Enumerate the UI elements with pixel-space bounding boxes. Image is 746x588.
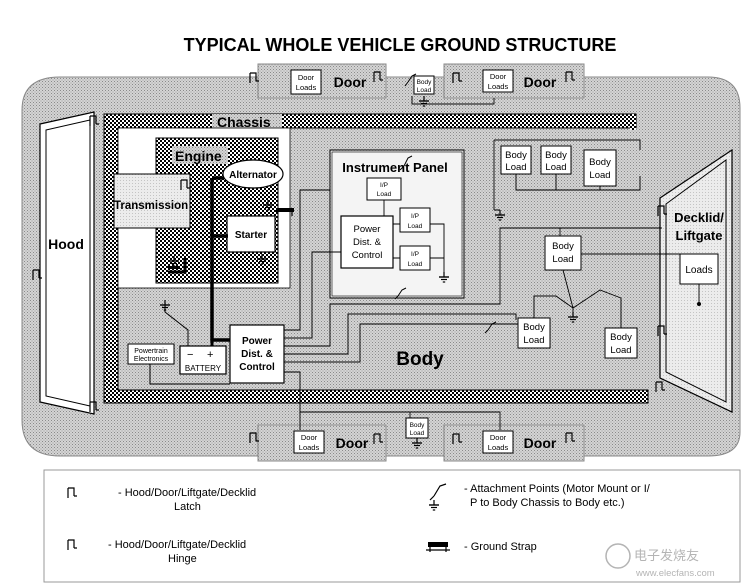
svg-text:Loads: Loads xyxy=(488,82,509,91)
legend-box xyxy=(43,469,741,583)
battery-label: BATTERY xyxy=(185,364,222,373)
watermark-line1: 电子发烧友 xyxy=(634,548,699,564)
transmission-label: Transmission xyxy=(114,200,188,212)
powertrain-electronics xyxy=(127,343,175,365)
hood-area xyxy=(39,111,95,415)
door-loads-tr xyxy=(482,69,514,93)
legend-strap: - Ground Strap xyxy=(464,541,537,553)
battery-minus: − xyxy=(187,349,193,361)
watermark-line2: www.elecfans.com xyxy=(635,568,715,579)
diagram-title: TYPICAL WHOLE VEHICLE GROUND STRUCTURE xyxy=(184,35,617,55)
starter-box xyxy=(226,215,276,253)
svg-text:I/P: I/P xyxy=(411,213,419,220)
legend-attach-line2: P to Body Chassis to Body etc.) xyxy=(470,497,624,509)
door-loads-tl xyxy=(290,69,322,95)
svg-text:Door: Door xyxy=(490,72,507,81)
svg-text:Load: Load xyxy=(410,430,425,437)
hood-label: Hood xyxy=(48,236,84,252)
body-load-top xyxy=(413,75,435,95)
svg-text:Load: Load xyxy=(610,345,631,356)
watermark: 电子发烧友 www.elecfans.com xyxy=(605,543,715,579)
body-label: Body xyxy=(396,349,444,370)
alternator-label: Alternator xyxy=(229,170,277,181)
svg-text:Load: Load xyxy=(505,162,526,173)
pdc-ip xyxy=(340,215,394,269)
svg-text:Door: Door xyxy=(298,73,315,82)
svg-text:Load: Load xyxy=(408,223,423,230)
svg-text:Body: Body xyxy=(505,150,527,161)
pdc-main-line3: Control xyxy=(239,362,275,373)
door-label-br: Door xyxy=(524,435,557,451)
svg-text:Body: Body xyxy=(523,322,545,333)
legend-latch-line2: Latch xyxy=(174,501,201,513)
chassis-label: Chassis xyxy=(217,114,271,130)
svg-text:Door: Door xyxy=(490,433,507,442)
door-bottom-right xyxy=(443,424,585,462)
door-label-tr: Door xyxy=(524,74,557,90)
svg-text:Dist. &: Dist. & xyxy=(353,237,382,248)
svg-text:Load: Load xyxy=(589,170,610,181)
svg-text:Loads: Loads xyxy=(488,443,509,452)
instrument-panel-label: Instrument Panel xyxy=(342,160,447,175)
attachment-points xyxy=(394,73,497,334)
body-load-1 xyxy=(500,145,532,175)
legend-hinge-line1: - Hood/Door/Liftgate/Decklid xyxy=(108,539,246,551)
body-load-4 xyxy=(544,235,582,271)
door-loads-br xyxy=(482,430,514,454)
svg-text:Load: Load xyxy=(552,254,573,265)
powertrain-line2: Electronics xyxy=(134,356,169,363)
body-load-6 xyxy=(604,327,638,359)
svg-text:Body: Body xyxy=(417,79,433,86)
svg-text:Body: Body xyxy=(545,150,567,161)
door-top-left xyxy=(257,63,387,99)
powertrain-line1: Powertrain xyxy=(134,348,168,355)
svg-text:Body: Body xyxy=(410,422,426,429)
alternator xyxy=(222,159,284,189)
svg-text:Load: Load xyxy=(545,162,566,173)
decklid-label-2: Liftgate xyxy=(676,228,723,243)
svg-text:I/P: I/P xyxy=(411,251,419,258)
door-loads-bl xyxy=(293,430,325,454)
legend-hinge-line2: Hinge xyxy=(168,553,197,565)
decklid-loads-label: Loads xyxy=(685,265,712,276)
starter-label: Starter xyxy=(235,230,267,241)
battery xyxy=(179,345,227,375)
door-label-bl: Door xyxy=(336,435,369,451)
ip-load-mid xyxy=(399,207,431,233)
svg-text:Load: Load xyxy=(417,87,432,94)
svg-text:Load: Load xyxy=(523,335,544,346)
svg-text:Load: Load xyxy=(377,191,392,198)
svg-text:Door: Door xyxy=(301,433,318,442)
svg-text:Load: Load xyxy=(408,261,423,268)
power-dist-control-main xyxy=(229,324,285,384)
svg-text:I/P: I/P xyxy=(380,182,388,189)
decklid-label-1: Decklid/ xyxy=(674,210,724,225)
svg-text:Body: Body xyxy=(589,157,611,168)
legend-attach-line1: - Attachment Points (Motor Mount or I/ xyxy=(464,483,651,495)
svg-text:Power: Power xyxy=(354,224,381,235)
svg-text:Control: Control xyxy=(352,250,383,261)
engine-label: Engine xyxy=(175,148,222,164)
door-top-right xyxy=(443,63,585,99)
door-label-tl: Door xyxy=(334,74,367,90)
battery-plus: + xyxy=(207,349,213,361)
svg-text:Body: Body xyxy=(610,332,632,343)
body-load-3 xyxy=(583,149,617,187)
body-load-2 xyxy=(540,145,572,175)
svg-text:Loads: Loads xyxy=(299,443,320,452)
pdc-main-line2: Dist. & xyxy=(241,349,273,360)
svg-text:Loads: Loads xyxy=(296,83,317,92)
pdc-main-line1: Power xyxy=(242,336,272,347)
svg-text:Body: Body xyxy=(552,241,574,252)
legend-latch-line1: - Hood/Door/Liftgate/Decklid xyxy=(118,487,256,499)
transmission-box xyxy=(113,173,191,229)
